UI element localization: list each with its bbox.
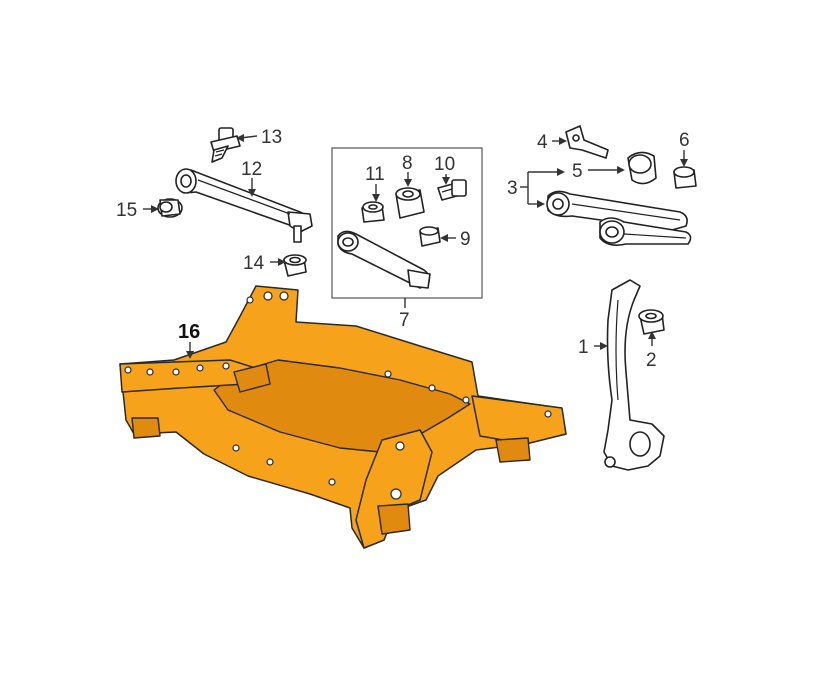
part-16-subframe: [119, 285, 567, 549]
part-12-control-arm: [175, 168, 313, 243]
part-5-bushing: [627, 151, 657, 185]
part-9-bushing: [419, 226, 441, 247]
callout-11: 11: [365, 164, 385, 185]
callout-15: 15: [116, 200, 137, 221]
callout-8: 8: [402, 153, 413, 174]
part-14-nut: [283, 254, 307, 277]
callout-10: 10: [434, 154, 455, 175]
callout-9: 9: [460, 229, 471, 250]
callout-7: 7: [399, 310, 410, 331]
callout-16: 16: [178, 321, 200, 343]
part-8-bushing: [395, 187, 425, 219]
part-7-link: [337, 230, 431, 289]
part-1-knuckle: [603, 279, 665, 471]
callout-5: 5: [572, 161, 583, 182]
callout-6: 6: [679, 130, 690, 151]
part-4-bracket: [565, 125, 609, 159]
callout-4: 4: [537, 132, 548, 153]
part-10-bolt: [437, 179, 467, 201]
part-11-nut: [361, 201, 385, 223]
part-3-control-arms: [546, 190, 692, 246]
part-15-bushing: [157, 198, 183, 218]
part-13-bolt: [210, 127, 241, 163]
callout-2: 2: [646, 350, 657, 371]
callout-12: 12: [241, 159, 262, 180]
callout-labels: 13 12 15 14 11 8 10 9 7 4 6 5 3 1 2 16: [116, 127, 690, 371]
callout-3: 3: [507, 178, 518, 199]
callout-1: 1: [578, 337, 589, 358]
part-6-nut: [673, 166, 697, 189]
callout-13: 13: [261, 127, 282, 148]
detail-box: [331, 147, 483, 299]
leader-lines: [143, 134, 688, 359]
callout-14: 14: [243, 253, 265, 274]
part-2-nut: [638, 309, 665, 335]
